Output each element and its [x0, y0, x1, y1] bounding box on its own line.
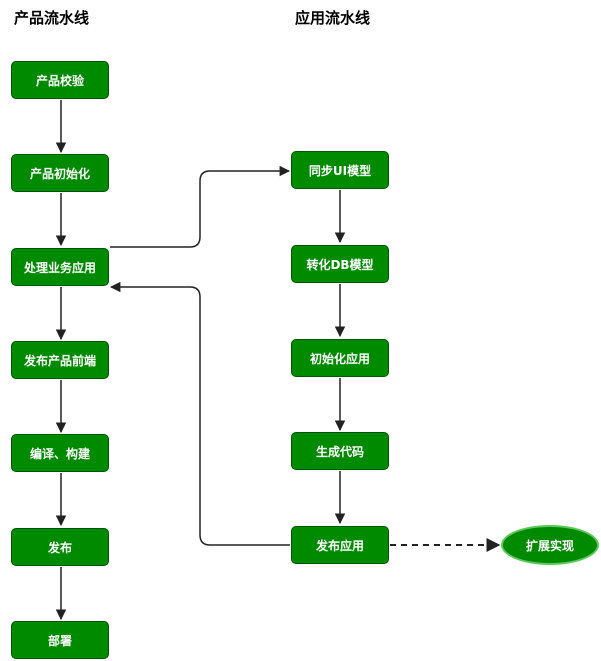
node-product-init: 产品初始化: [11, 154, 109, 192]
node-generate-code: 生成代码: [291, 432, 389, 470]
node-convert-db-model: 转化DB模型: [291, 245, 389, 283]
node-compile-build: 编译、构建: [11, 434, 109, 472]
node-product-validate: 产品校验: [11, 61, 109, 99]
product-pipeline-title: 产品流水线: [14, 9, 90, 27]
node-publish-frontend: 发布产品前端: [11, 341, 109, 379]
node-publish: 发布: [11, 528, 109, 566]
node-sync-ui-model: 同步UI模型: [291, 151, 389, 189]
node-publish-app: 发布应用: [291, 526, 389, 564]
node-process-business-app: 处理业务应用: [11, 248, 109, 286]
edge-a5-to-p3: [109, 281, 290, 546]
app-pipeline-title: 应用流水线: [295, 9, 371, 27]
node-extension: 扩展实现: [501, 525, 599, 565]
node-deploy: 部署: [11, 621, 109, 659]
node-init-app: 初始化应用: [291, 339, 389, 377]
edge-p3-to-a1: [110, 165, 291, 248]
